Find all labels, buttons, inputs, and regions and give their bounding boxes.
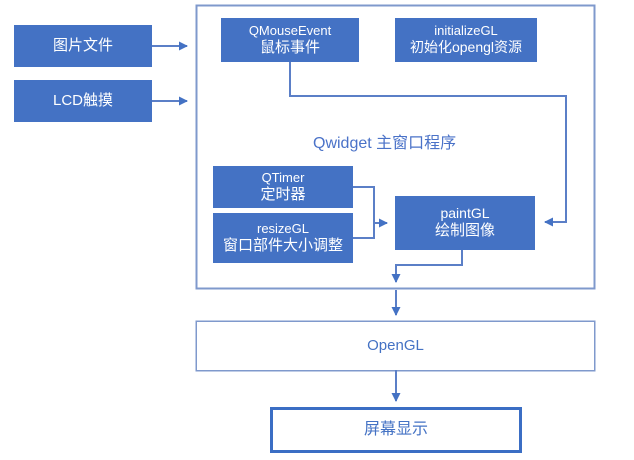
node-resizegl-line2: 窗口部件大小调整 bbox=[222, 236, 343, 254]
qwidget-container-title: Qwidget 主窗口程序 bbox=[313, 135, 457, 152]
node-qtimer-line1: QTimer bbox=[261, 169, 305, 185]
node-qmouseevent[interactable]: QMouseEvent 鼠标事件 bbox=[221, 18, 359, 62]
node-lcd-touch[interactable]: LCD触摸 bbox=[14, 80, 152, 122]
node-lcd-touch-label: LCD触摸 bbox=[52, 91, 113, 109]
node-initializegl[interactable]: initializeGL 初始化opengl资源 bbox=[395, 18, 537, 62]
node-initializegl-line2: 初始化opengl资源 bbox=[409, 39, 523, 56]
node-qtimer[interactable]: QTimer 定时器 bbox=[213, 166, 353, 208]
node-screen-display[interactable]: 屏幕显示 bbox=[273, 410, 519, 450]
node-screen-display-label: 屏幕显示 bbox=[363, 421, 428, 438]
arrow-resizegl-to-paintgl bbox=[353, 223, 375, 239]
qwidget-container-box bbox=[195, 4, 596, 290]
node-resizegl-line1: resizeGL bbox=[256, 220, 310, 236]
node-resizegl[interactable]: resizeGL 窗口部件大小调整 bbox=[213, 213, 353, 263]
node-opengl[interactable]: OpenGL bbox=[197, 322, 594, 370]
node-opengl-label: OpenGL bbox=[367, 336, 424, 354]
node-qmouseevent-line1: QMouseEvent bbox=[248, 22, 332, 38]
node-qmouseevent-line2: 鼠标事件 bbox=[259, 38, 320, 56]
node-image-file[interactable]: 图片文件 bbox=[14, 25, 152, 67]
node-paintgl[interactable]: paintGL 绘制图像 bbox=[395, 196, 535, 250]
node-paintgl-line1: paintGL bbox=[440, 204, 490, 221]
node-qtimer-line2: 定时器 bbox=[260, 185, 306, 203]
node-initializegl-line1: initializeGL bbox=[434, 23, 498, 39]
node-paintgl-line2: 绘制图像 bbox=[434, 222, 495, 240]
node-image-file-label: 图片文件 bbox=[52, 36, 113, 54]
arrow-qtimer-to-paintgl bbox=[353, 186, 375, 223]
arrow-paintgl-to-container-edge bbox=[391, 250, 463, 283]
arrow-qmouseevent-to-paintgl bbox=[289, 62, 567, 227]
